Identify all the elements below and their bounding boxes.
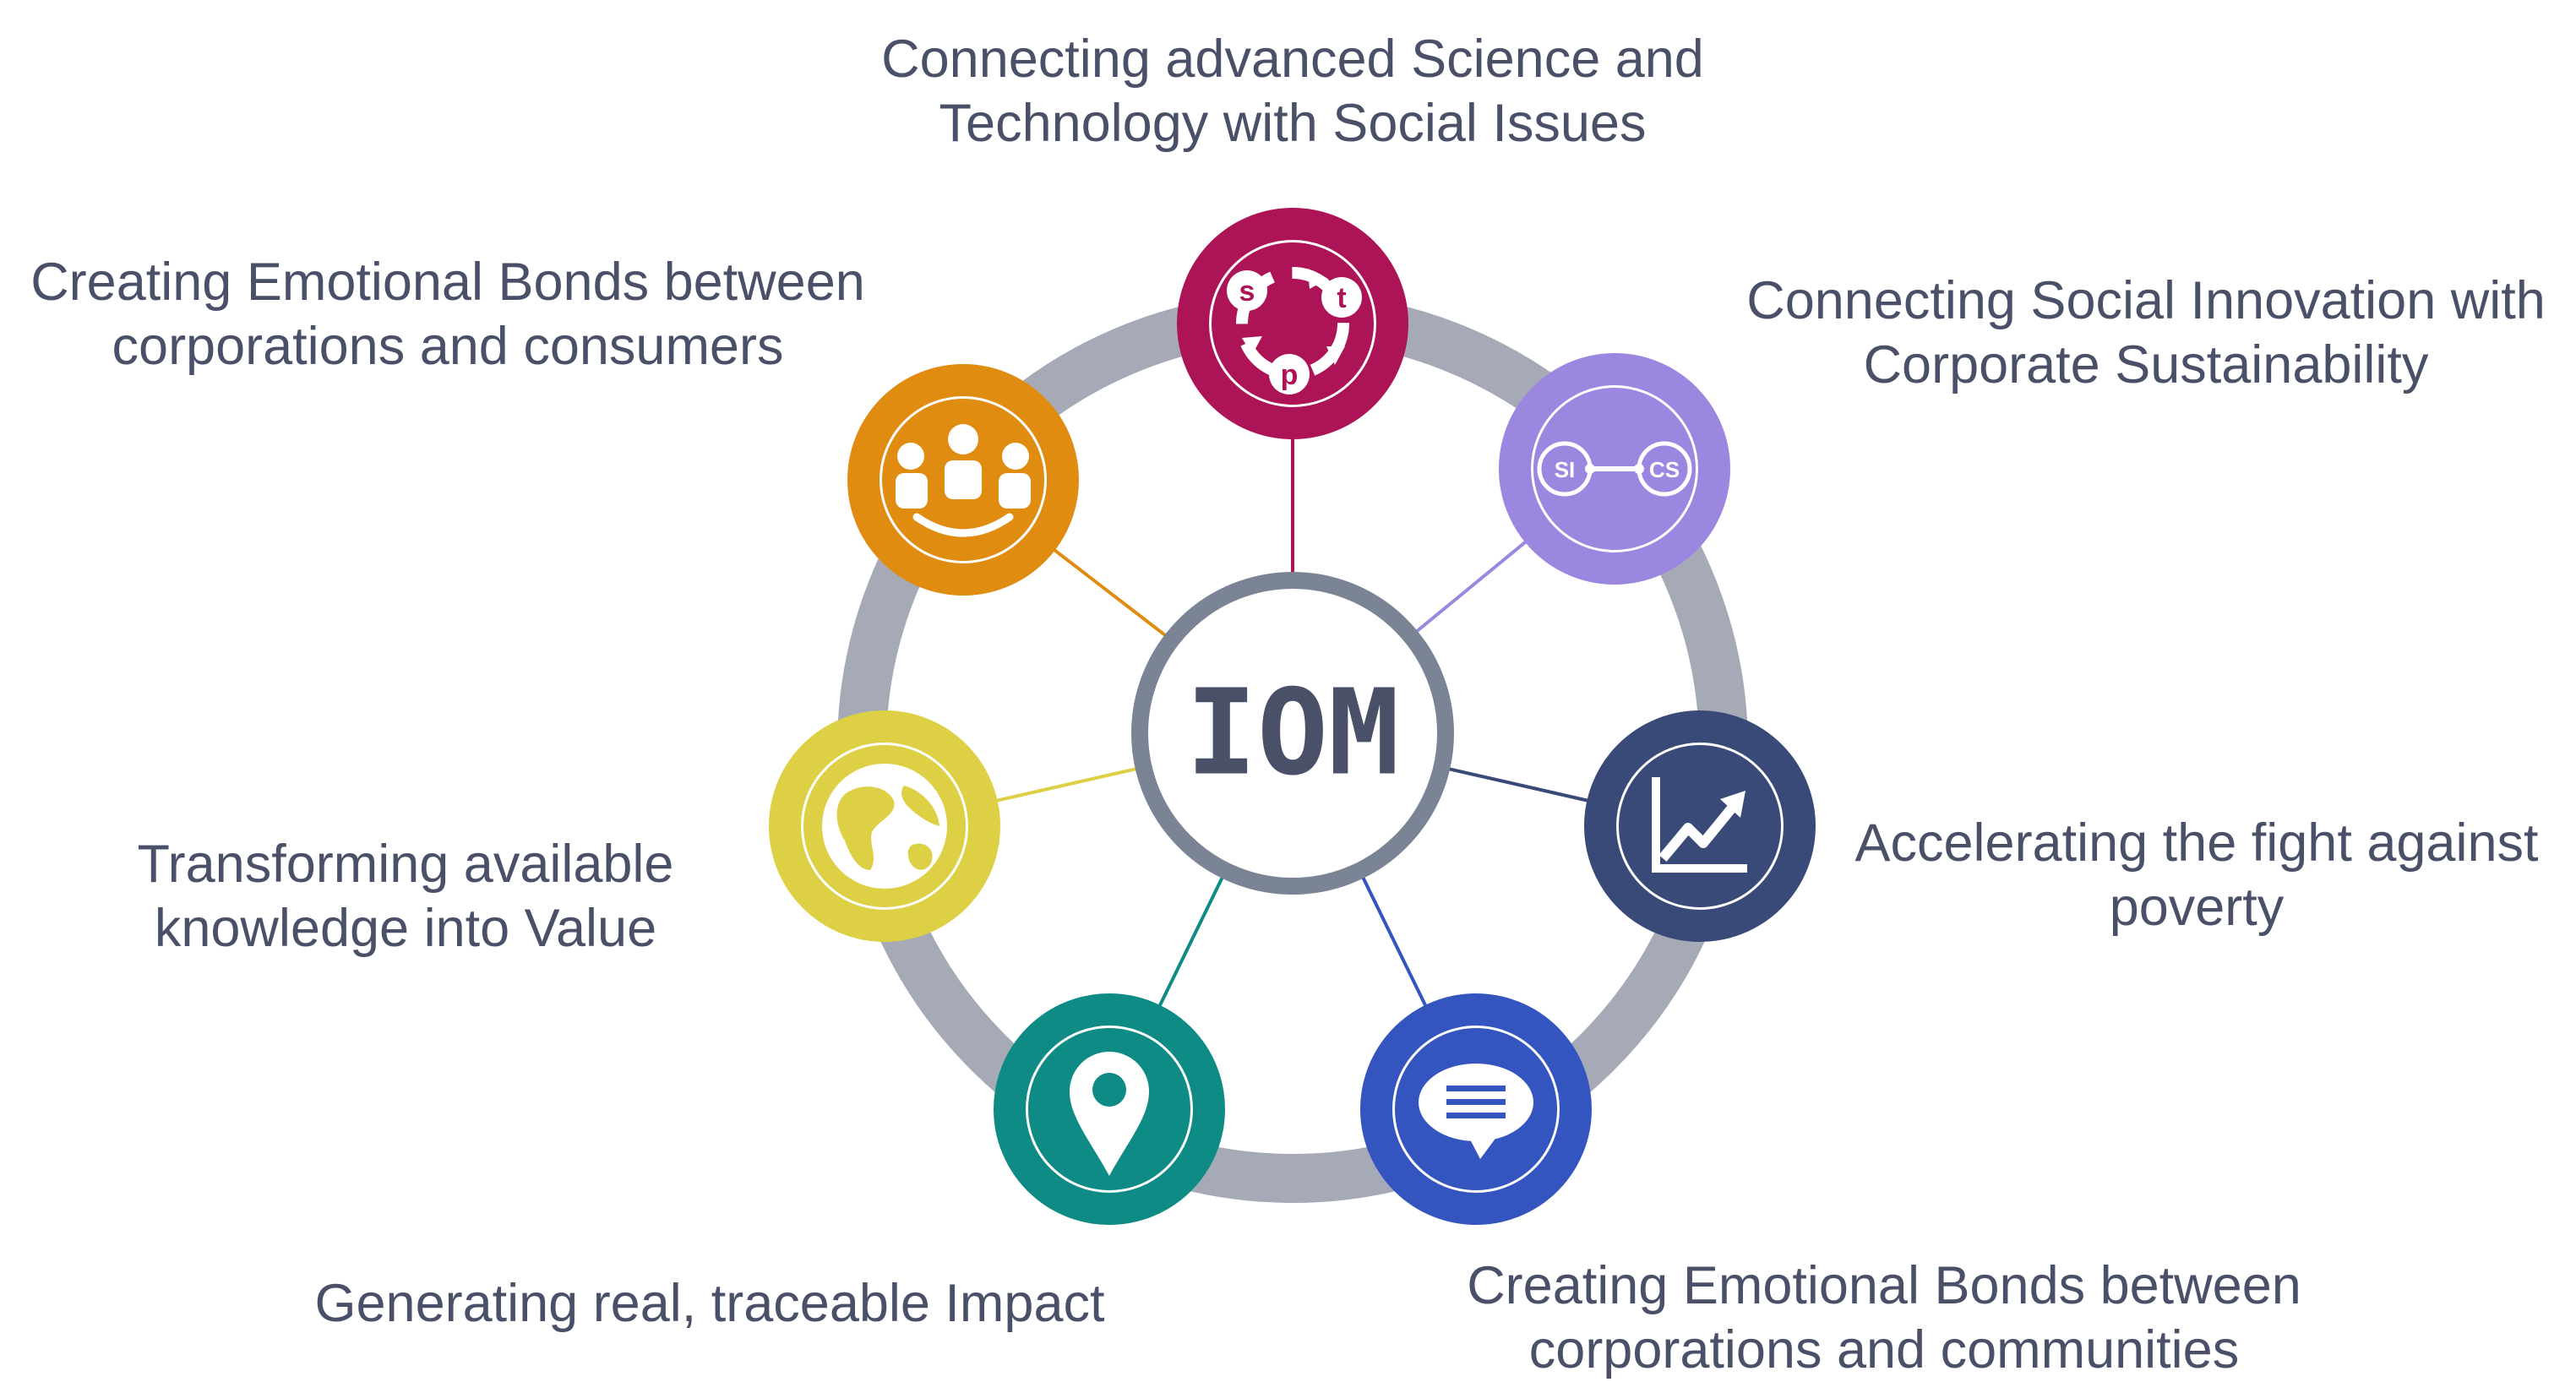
connector-poverty — [1448, 767, 1588, 803]
label-line: corporations and communities — [1528, 1320, 2240, 1379]
node-science-technology[interactable]: s t p — [1177, 208, 1408, 439]
node-poverty[interactable] — [1584, 710, 1816, 942]
icon-letter-p: p — [1281, 359, 1299, 391]
growth-chart-icon — [1652, 777, 1747, 873]
node-communities[interactable] — [1360, 993, 1592, 1225]
si-cs-link-icon: SI CS — [1537, 441, 1692, 497]
center-label: IOM — [1186, 665, 1400, 803]
label-line: Corporate Sustainability — [1863, 335, 2429, 394]
connectors — [996, 438, 1588, 1007]
node-social-innovation[interactable]: SI CS — [1499, 353, 1730, 585]
label-line: Accelerating the fight against — [1854, 813, 2539, 873]
label-line: knowledge into Value — [154, 899, 657, 958]
node-consumers[interactable] — [847, 364, 1079, 596]
label-consumers: Creating Emotional Bonds between corpora… — [17, 250, 879, 378]
icon-letter-s: s — [1239, 275, 1255, 307]
label-social-innovation: Connecting Social Innovation with Corpor… — [1732, 269, 2560, 397]
stp-cycle-icon: s t p — [1227, 267, 1362, 394]
icon-letter-t: t — [1337, 282, 1346, 314]
label-communities: Creating Emotional Bonds between corpora… — [1462, 1254, 2306, 1382]
connector-knowledge — [996, 767, 1137, 803]
connector-communities — [1361, 876, 1428, 1007]
label-line: corporations and consumers — [112, 317, 784, 376]
label-line: poverty — [2109, 878, 2285, 937]
icon-letters-cs: CS — [1649, 457, 1680, 482]
node-impact[interactable] — [994, 993, 1225, 1225]
label-line: Connecting Social Innovation with — [1746, 271, 2546, 330]
globe-icon — [822, 764, 947, 889]
node-knowledge[interactable] — [769, 710, 1000, 942]
icon-letters-si: SI — [1555, 457, 1576, 482]
speech-bubble-icon — [1419, 1064, 1533, 1159]
location-pin-icon — [1070, 1052, 1149, 1176]
label-line: Transforming available — [137, 835, 674, 894]
label-line: Technology with Social Issues — [939, 94, 1647, 153]
label-science-technology: Connecting advanced Science and Technolo… — [870, 27, 1715, 155]
label-line: Creating Emotional Bonds between — [1467, 1256, 2301, 1315]
connector-social-innovation — [1415, 540, 1528, 633]
label-line: Connecting advanced Science and — [881, 30, 1704, 89]
label-knowledge: Transforming available knowledge into Va… — [101, 832, 710, 960]
node-fill — [1619, 745, 1781, 907]
label-impact: Generating real, traceable Impact — [287, 1271, 1132, 1336]
center-circle — [1131, 572, 1454, 895]
people-group-icon — [896, 424, 1031, 537]
label-line: Generating real, traceable Impact — [314, 1274, 1105, 1333]
label-line: Creating Emotional Bonds between — [30, 253, 865, 312]
label-poverty: Accelerating the fight against poverty — [1833, 811, 2560, 939]
center-node[interactable]: IOM — [1131, 572, 1454, 895]
connector-consumers — [1053, 548, 1167, 637]
connector-impact — [1157, 876, 1224, 1007]
